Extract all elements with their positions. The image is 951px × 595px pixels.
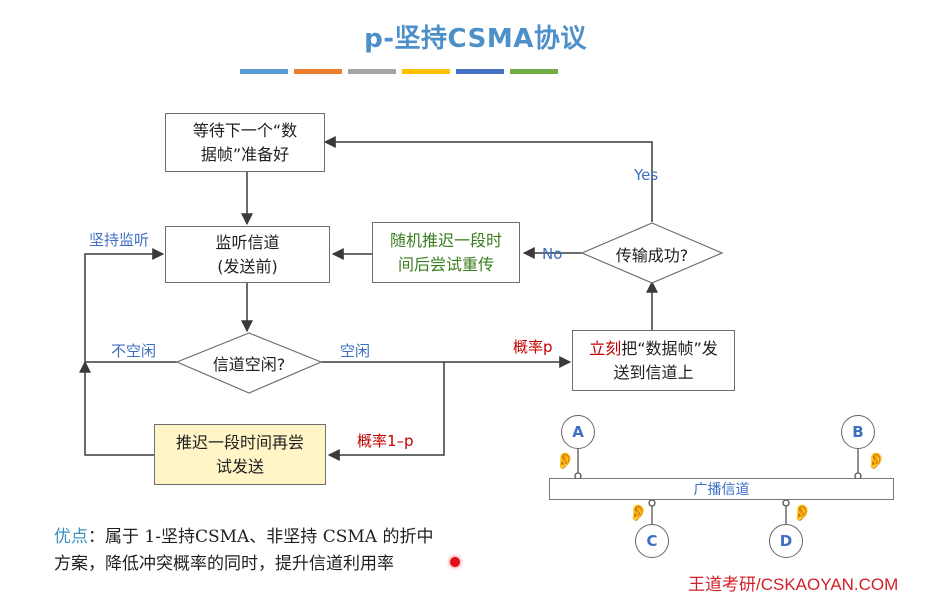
label-idle: 空闲 bbox=[340, 342, 371, 360]
label-busy: 不空闲 bbox=[111, 342, 157, 360]
accent-bar bbox=[348, 69, 396, 74]
broadcast-channel: 广播信道 bbox=[549, 478, 894, 500]
arrow-busy-loop bbox=[84, 248, 177, 363]
wait-box-line1: 等待下一个“数 bbox=[192, 120, 298, 140]
wait-frame-box: 等待下一个“数 据帧”准备好 bbox=[165, 113, 325, 172]
delay-box-line2: 试发送 bbox=[215, 456, 264, 476]
accent-bar bbox=[402, 69, 450, 74]
station-node-d: D bbox=[769, 524, 803, 558]
send-box-prefix: 立刻 bbox=[589, 338, 622, 358]
idle-question: 信道空闲? bbox=[212, 355, 286, 374]
success-question: 传输成功? bbox=[615, 246, 689, 265]
accent-bar bbox=[510, 69, 558, 74]
label-probability-p: 概率p bbox=[513, 338, 553, 356]
ear-icon: 👂 bbox=[866, 451, 886, 470]
advantage-note-line1: 优点：属于 1-坚持CSMA、非坚持 CSMA 的折中 bbox=[54, 522, 433, 547]
send-box-line2: 送到信道上 bbox=[613, 362, 694, 382]
wait-box-line2: 据帧”准备好 bbox=[200, 144, 290, 164]
label-yes: Yes bbox=[634, 166, 659, 184]
success-decision-shape bbox=[580, 222, 724, 284]
arrow-delay-loop bbox=[79, 360, 154, 456]
footer-brand: 王道考研/CSKAOYAN.COM bbox=[688, 575, 899, 594]
arrow-yes-to-wait bbox=[323, 136, 653, 222]
retry-box-line2: 间后尝试重传 bbox=[397, 254, 494, 274]
label-probability-1-p: 概率1–p bbox=[357, 432, 414, 450]
label-no: No bbox=[542, 245, 563, 263]
station-node-b: B bbox=[841, 415, 875, 449]
random-backoff-box: 随机推迟一段时 间后尝试重传 bbox=[372, 222, 520, 283]
advantage-note-line2: 方案，降低冲突概率的同时，提升信道利用率 bbox=[54, 554, 394, 574]
accent-bar bbox=[294, 69, 342, 74]
idle-decision-shape bbox=[175, 332, 323, 394]
ear-icon: 👂 bbox=[628, 503, 648, 522]
listen-box-line1: 监听信道 bbox=[215, 232, 280, 252]
advantage-label: 优点 bbox=[54, 527, 88, 547]
advantage-text-1: ：属于 1-坚持CSMA、非坚持 CSMA 的折中 bbox=[88, 527, 434, 547]
send-box-rest: 把“数据帧”发 bbox=[621, 338, 718, 358]
station-node-c: C bbox=[635, 524, 669, 558]
accent-bar bbox=[240, 69, 288, 74]
station-node-a: A bbox=[561, 415, 595, 449]
arrow-to-delay bbox=[327, 362, 445, 461]
retry-box-line1: 随机推迟一段时 bbox=[389, 230, 502, 250]
laser-pointer-dot bbox=[450, 557, 460, 567]
ear-icon: 👂 bbox=[792, 503, 812, 522]
listen-box-line2: (发送前) bbox=[217, 256, 278, 276]
send-frame-box: 立刻把“数据帧”发 送到信道上 bbox=[572, 330, 735, 391]
page-title: p-坚持CSMA协议 bbox=[364, 24, 587, 54]
ear-icon: 👂 bbox=[555, 451, 575, 470]
accent-bar bbox=[456, 69, 504, 74]
listen-channel-box: 监听信道 (发送前) bbox=[165, 226, 330, 283]
delay-box-line1: 推迟一段时间再尝 bbox=[175, 432, 304, 452]
label-persist-listen: 坚持监听 bbox=[89, 231, 150, 249]
delay-retry-box: 推迟一段时间再尝 试发送 bbox=[154, 424, 326, 485]
